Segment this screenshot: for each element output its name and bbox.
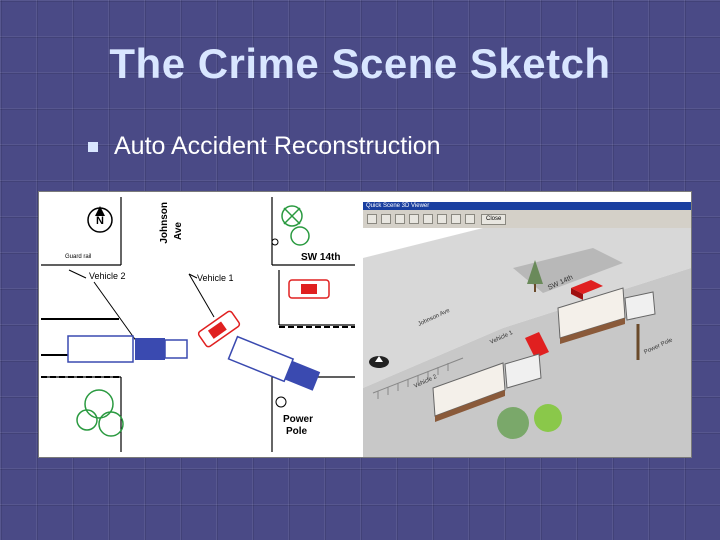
toolbar-button-8[interactable] (465, 214, 475, 224)
viewer-3d-canvas: SW 14th Johnson Ave Vehicle 1 Vehicle 2 … (363, 228, 691, 457)
viewer-toolbar: Close (363, 210, 691, 228)
north-label: N (96, 215, 104, 227)
viewer-titlebar: Quick Scene 3D Viewer (363, 202, 691, 210)
bullet-item: Auto Accident Reconstruction (88, 132, 441, 161)
street-label-johnson: Johnson (159, 202, 170, 244)
toolbar-button-2[interactable] (381, 214, 391, 224)
close-button[interactable]: Close (481, 214, 506, 225)
power-pole-label-2: Pole (286, 426, 308, 437)
vehicle-1-icon (289, 280, 329, 298)
scene-3d-viewer-window: Quick Scene 3D Viewer Close (363, 202, 691, 457)
scene-3d-drawing: SW 14th Johnson Ave Vehicle 1 Vehicle 2 … (363, 228, 691, 457)
vehicle-2-label: Vehicle 2 (89, 271, 126, 281)
vehicle-1-label: Vehicle 1 (197, 273, 234, 283)
toolbar-button-4[interactable] (409, 214, 419, 224)
bullet-text: Auto Accident Reconstruction (114, 132, 441, 161)
tree-icon-bottomleft (77, 390, 123, 436)
bullet-marker (88, 142, 98, 152)
toolbar-button-3[interactable] (395, 214, 405, 224)
toolbar-button-5[interactable] (423, 214, 433, 224)
scene-sketch-2d: N Johnson Ave SW 14th Guard rail Vehicle… (39, 192, 357, 457)
power-pole-label-1: Power (283, 414, 313, 425)
guard-rail-label: Guard rail (65, 254, 91, 260)
street-label-sw14th: SW 14th (301, 252, 340, 263)
toolbar-button-6[interactable] (437, 214, 447, 224)
toolbar-button-7[interactable] (451, 214, 461, 224)
truck-icon-2 (229, 337, 321, 393)
vehicle-2-icon (197, 310, 240, 348)
slide-title: The Crime Scene Sketch (0, 40, 720, 88)
tree-icon-topright (282, 206, 309, 245)
street-label-ave: Ave (173, 222, 184, 240)
figure-frame: N Johnson Ave SW 14th Guard rail Vehicle… (38, 191, 692, 458)
north-arrow-3d-icon (369, 356, 389, 368)
sketch-drawing: N Johnson Ave SW 14th Guard rail Vehicle… (39, 192, 357, 457)
north-arrow-icon: N (88, 206, 112, 232)
toolbar-button-1[interactable] (367, 214, 377, 224)
truck-icon (68, 336, 187, 362)
